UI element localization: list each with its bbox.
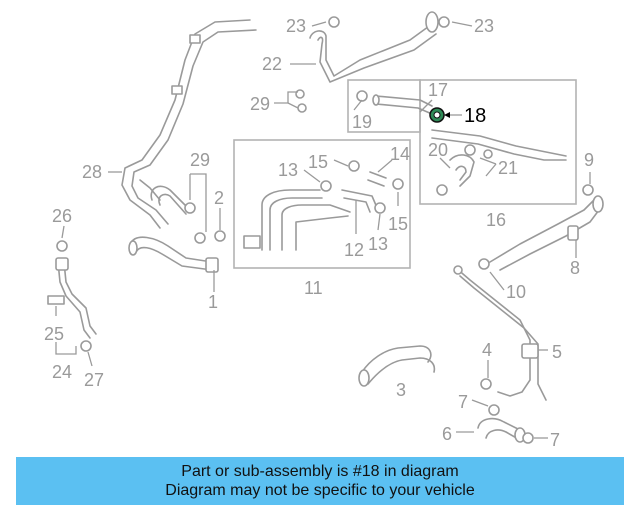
callout-18-highlighted: 18 [464,105,486,127]
leader-lines [55,21,591,439]
callout-13-left: 13 [278,160,298,180]
callout-3: 3 [396,380,406,400]
callout-9: 9 [584,150,594,170]
part-28-pipe [121,19,257,229]
callout-7-lower: 7 [550,430,560,450]
part-22-hose [309,11,439,83]
part-16-assembly [431,129,567,196]
part-28-hose [150,185,191,215]
callout-11: 11 [304,278,323,298]
part-3-hose [358,345,436,387]
part-24-25-hose [47,257,97,339]
parts-diagram: 23 23 22 29 17 18 19 28 29 2 13 15 14 15… [44,11,604,450]
group-box-11 [233,139,411,269]
info-banner: Part or sub-assembly is #18 in diagram D… [16,457,624,505]
part-1-hose [128,236,219,273]
callout-15-right: 15 [388,214,408,234]
callout-6: 6 [442,424,452,444]
callout-28: 28 [82,162,102,182]
callout-26: 26 [52,206,72,226]
callout-7-upper: 7 [458,392,468,412]
callout-4: 4 [482,340,492,360]
callout-2: 2 [214,188,224,208]
callout-22: 22 [262,54,282,74]
callout-23-right: 23 [474,16,494,36]
group-box-17 [347,79,421,133]
callout-29-right: 29 [190,150,210,170]
part-18-highlighted [429,107,445,123]
part-5-pipe [453,265,547,401]
banner-line-1: Part or sub-assembly is #18 in diagram [181,463,459,480]
callout-21: 21 [498,158,518,178]
banner-line-2: Diagram may not be specific to your vehi… [165,482,475,499]
callout-13-right: 13 [368,234,388,254]
callout-10: 10 [506,282,526,302]
callout-27: 27 [84,370,104,390]
group-box-16 [419,79,577,205]
part-8-hose [489,195,604,271]
clamp-group [56,16,594,444]
part-6-hose [477,417,526,443]
callout-23-left: 23 [286,16,306,36]
part-11-assembly [243,171,387,251]
callout-29-left: 29 [250,94,270,114]
callout-1: 1 [208,292,218,312]
callout-24: 24 [52,362,72,382]
part-17-pipe [372,94,433,115]
callout-25: 25 [44,324,64,344]
callout-8: 8 [570,258,580,278]
callout-20: 20 [428,140,448,160]
callout-16: 16 [486,210,506,230]
callout-17: 17 [428,80,448,100]
callout-14: 14 [390,144,410,164]
callout-15-left: 15 [308,152,328,172]
callout-12: 12 [344,240,364,260]
callout-5: 5 [552,342,562,362]
callout-19: 19 [352,112,372,132]
